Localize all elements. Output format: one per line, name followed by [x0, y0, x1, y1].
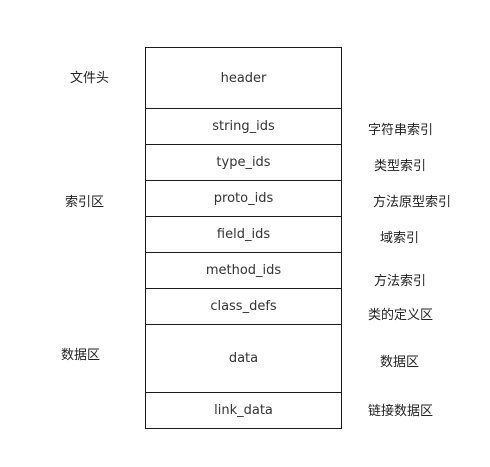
- label-index-area: 索引区: [65, 195, 105, 210]
- segment-class-defs: class_defs: [146, 289, 341, 325]
- segment-link-data: link_data: [214, 403, 273, 418]
- segment-method-ids: method_ids: [146, 253, 341, 289]
- label-class-def-area: 类的定义区: [368, 308, 434, 323]
- label-string-index: 字符串索引: [368, 123, 434, 138]
- label-data-area-right: 数据区: [380, 355, 420, 370]
- segment-header: header: [146, 48, 341, 109]
- segment-proto-ids: proto_ids: [146, 181, 341, 217]
- label-type-index: 类型索引: [374, 159, 427, 174]
- label-field-index: 域索引: [380, 231, 420, 246]
- label-file-header: 文件头: [70, 71, 110, 86]
- dex-file-structure: header string_ids type_ids proto_ids fie…: [145, 47, 342, 429]
- segment-field-ids: field_ids: [146, 217, 341, 253]
- segment-data: data: [146, 325, 341, 393]
- segment-type-ids: type_ids: [146, 145, 341, 181]
- label-data-area: 数据区: [61, 348, 101, 363]
- label-proto-index: 方法原型索引: [373, 195, 452, 210]
- label-link-data-area: 链接数据区: [368, 404, 434, 419]
- segment-string-ids: string_ids: [146, 109, 341, 145]
- label-method-index: 方法索引: [374, 274, 427, 289]
